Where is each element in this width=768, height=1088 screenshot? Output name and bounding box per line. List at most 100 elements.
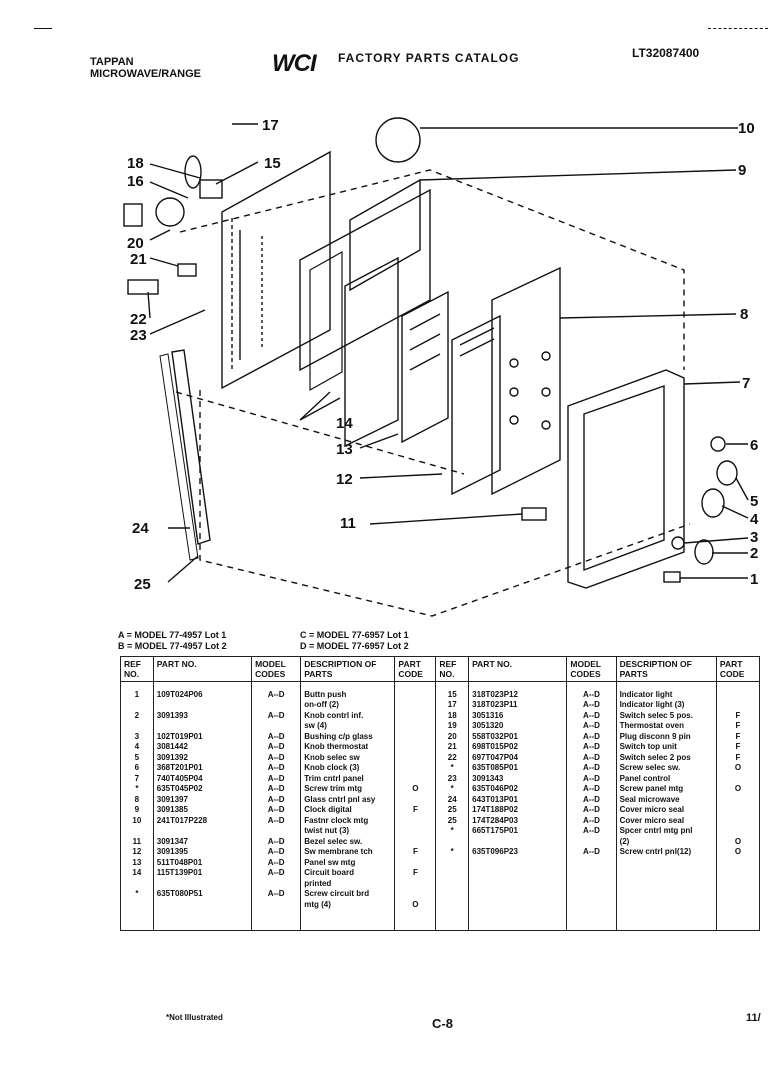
part-code-cell [394, 815, 437, 826]
model-codes-cell [251, 878, 302, 889]
part-code-cell [394, 836, 437, 847]
part-no-cell [152, 899, 253, 910]
ref-no-cell: 7 [120, 773, 154, 784]
description-cell: Panel sw mtg [300, 857, 396, 868]
spacer-cell [120, 681, 154, 690]
spacer-cell [251, 910, 302, 931]
part-no-cell [468, 878, 568, 889]
brand-block: TAPPAN MICROWAVE/RANGE [90, 56, 201, 80]
column-header: PART CODE [715, 656, 761, 682]
part-no-cell: 368T201P01 [152, 763, 253, 774]
description-cell: Thermostat oven [615, 721, 717, 732]
spacer-cell [566, 681, 617, 690]
description-cell: Screw cntrl pnl(12) [615, 847, 717, 858]
crop-mark [708, 28, 768, 29]
ref-no-cell: 20 [435, 731, 470, 742]
part-code-cell: O [394, 899, 437, 910]
ref-no-cell: 23 [435, 773, 470, 784]
ref-no-cell: 1 [120, 689, 154, 700]
spacer-cell [394, 681, 437, 690]
model-codes-cell: A--D [566, 731, 617, 742]
part-no-cell: 318T023P11 [468, 700, 568, 711]
model-codes-cell [566, 889, 617, 900]
callout-label: 16 [127, 173, 144, 190]
column-header: DESCRIPTION OF PARTS [300, 656, 396, 682]
ref-no-cell: 5 [120, 752, 154, 763]
description-cell: Knob thermostat [300, 742, 396, 753]
part-no-cell [468, 899, 568, 910]
ref-no-cell [435, 836, 470, 847]
model-codes-cell: A--D [566, 815, 617, 826]
ref-no-cell [435, 889, 470, 900]
ref-no-cell [435, 868, 470, 879]
part-code-cell [394, 773, 437, 784]
model-codes-cell [566, 878, 617, 889]
part-code-cell [715, 794, 761, 805]
table-header-row: REF NO. PART NO. MODEL CODES DESCRIPTION… [120, 656, 761, 682]
model-codes-cell: A--D [566, 784, 617, 795]
part-code-cell [394, 878, 437, 889]
description-cell: Switch selec 2 pos [615, 752, 717, 763]
callout-label: 8 [740, 306, 748, 323]
model-legend-item: A = MODEL 77-4957 Lot 1 [118, 630, 227, 640]
part-no-cell: 109T024P06 [152, 689, 253, 700]
part-no-cell: 102T019P01 [152, 731, 253, 742]
description-cell: Cover micro seal [615, 805, 717, 816]
column-header: PART NO. [468, 656, 568, 682]
spacer-cell [615, 910, 717, 931]
description-cell: Glass cntrl pnl asy [300, 794, 396, 805]
parts-table: REF NO. PART NO. MODEL CODES DESCRIPTION… [120, 656, 761, 931]
model-legend-right: C = MODEL 77-6957 Lot 1 D = MODEL 77-695… [300, 630, 409, 652]
description-cell [615, 857, 717, 868]
ref-no-cell [120, 700, 154, 711]
ref-no-cell: 10 [120, 815, 154, 826]
part-code-cell: F [394, 868, 437, 879]
description-cell: Bushing c/p glass [300, 731, 396, 742]
column-header: PART NO. [152, 656, 253, 682]
part-code-cell: F [394, 847, 437, 858]
part-no-cell: 511T048P01 [152, 857, 253, 868]
table-row: printed [120, 878, 761, 889]
model-codes-cell: A--D [566, 794, 617, 805]
column-header: PART CODE [394, 656, 437, 682]
model-codes-cell: A--D [251, 710, 302, 721]
part-no-cell: 635T080P51 [152, 889, 253, 900]
callout-label: 22 [130, 311, 147, 328]
part-no-cell [152, 878, 253, 889]
description-cell: Buttn push [300, 689, 396, 700]
description-cell: sw (4) [300, 721, 396, 732]
model-codes-cell: A--D [566, 773, 617, 784]
spacer-cell [468, 681, 568, 690]
spacer-cell [468, 910, 568, 931]
part-code-cell: F [715, 721, 761, 732]
part-code-cell [715, 805, 761, 816]
model-legend-item: B = MODEL 77-4957 Lot 2 [118, 641, 227, 651]
ref-no-cell: 25 [435, 805, 470, 816]
ref-no-cell: 24 [435, 794, 470, 805]
ref-no-cell: 9 [120, 805, 154, 816]
ref-no-cell: 15 [435, 689, 470, 700]
description-cell: Clock digital [300, 805, 396, 816]
ref-no-cell: * [435, 763, 470, 774]
model-codes-cell [566, 868, 617, 879]
ref-no-cell: 19 [435, 721, 470, 732]
part-code-cell [715, 878, 761, 889]
model-codes-cell: A--D [251, 763, 302, 774]
part-no-cell: 643T013P01 [468, 794, 568, 805]
callout-label: 1 [750, 571, 758, 588]
table-row: mtg (4)O [120, 899, 761, 910]
spacer-cell [394, 910, 437, 931]
chassis-panel [221, 150, 331, 390]
callout-label: 2 [750, 545, 758, 562]
part-code-cell [394, 857, 437, 868]
ref-no-cell: * [120, 889, 154, 900]
description-cell: Screw circuit brd [300, 889, 396, 900]
part-code-cell [394, 731, 437, 742]
model-codes-cell [251, 721, 302, 732]
callout-label: 11 [340, 515, 356, 532]
